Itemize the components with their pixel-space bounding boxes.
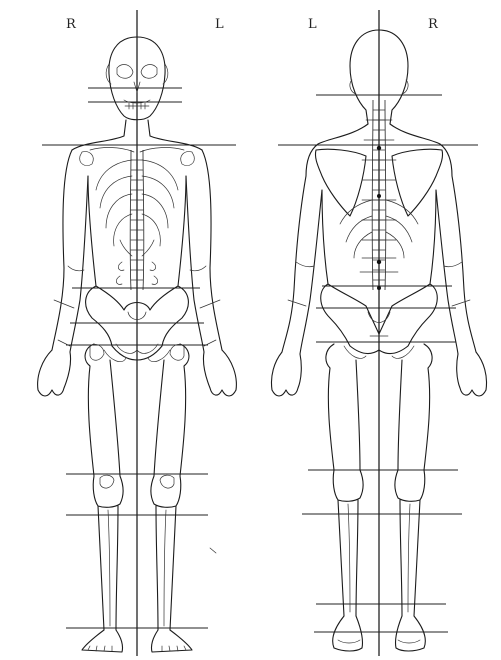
front-clavicle-right: [90, 148, 134, 152]
front-label-r: R: [66, 17, 77, 32]
front-arm-left-inner: [186, 176, 204, 352]
front-arm-left-outer: [202, 150, 222, 350]
front-guide-lines: [42, 88, 236, 628]
back-arm-left-inner: [300, 190, 322, 354]
back-label-r: R: [428, 17, 439, 32]
front-humeral-head-right: [80, 152, 94, 166]
back-view-figure: [271, 10, 486, 656]
stray-mark: [210, 548, 216, 553]
back-scapula-right: [392, 149, 443, 216]
back-arm-right-inner: [436, 190, 458, 354]
front-hand-right: [38, 350, 71, 396]
back-guide-lines: [278, 95, 478, 632]
back-foot-left: [333, 616, 363, 651]
back-arm-right-outer: [452, 176, 476, 352]
front-label-l: L: [215, 17, 224, 32]
back-hand-left: [271, 352, 301, 396]
back-arm-left-outer: [282, 176, 306, 352]
front-view-figure: [38, 10, 237, 656]
back-hand-right: [457, 352, 487, 396]
front-humeral-head-left: [181, 152, 195, 166]
front-clavicle-left: [140, 148, 184, 152]
front-foot-right: [82, 630, 123, 652]
front-torso-right: [88, 176, 96, 286]
back-label-l: L: [308, 17, 317, 32]
front-arm-right-inner: [70, 176, 88, 352]
back-scapula-left: [315, 149, 366, 216]
back-torso-left: [322, 190, 328, 284]
front-hand-left: [203, 350, 236, 396]
front-torso-left: [178, 176, 186, 286]
back-torso-right: [430, 190, 436, 284]
front-foot-left: [151, 630, 192, 652]
back-foot-right: [395, 616, 425, 651]
front-arm-right-outer: [52, 150, 72, 350]
